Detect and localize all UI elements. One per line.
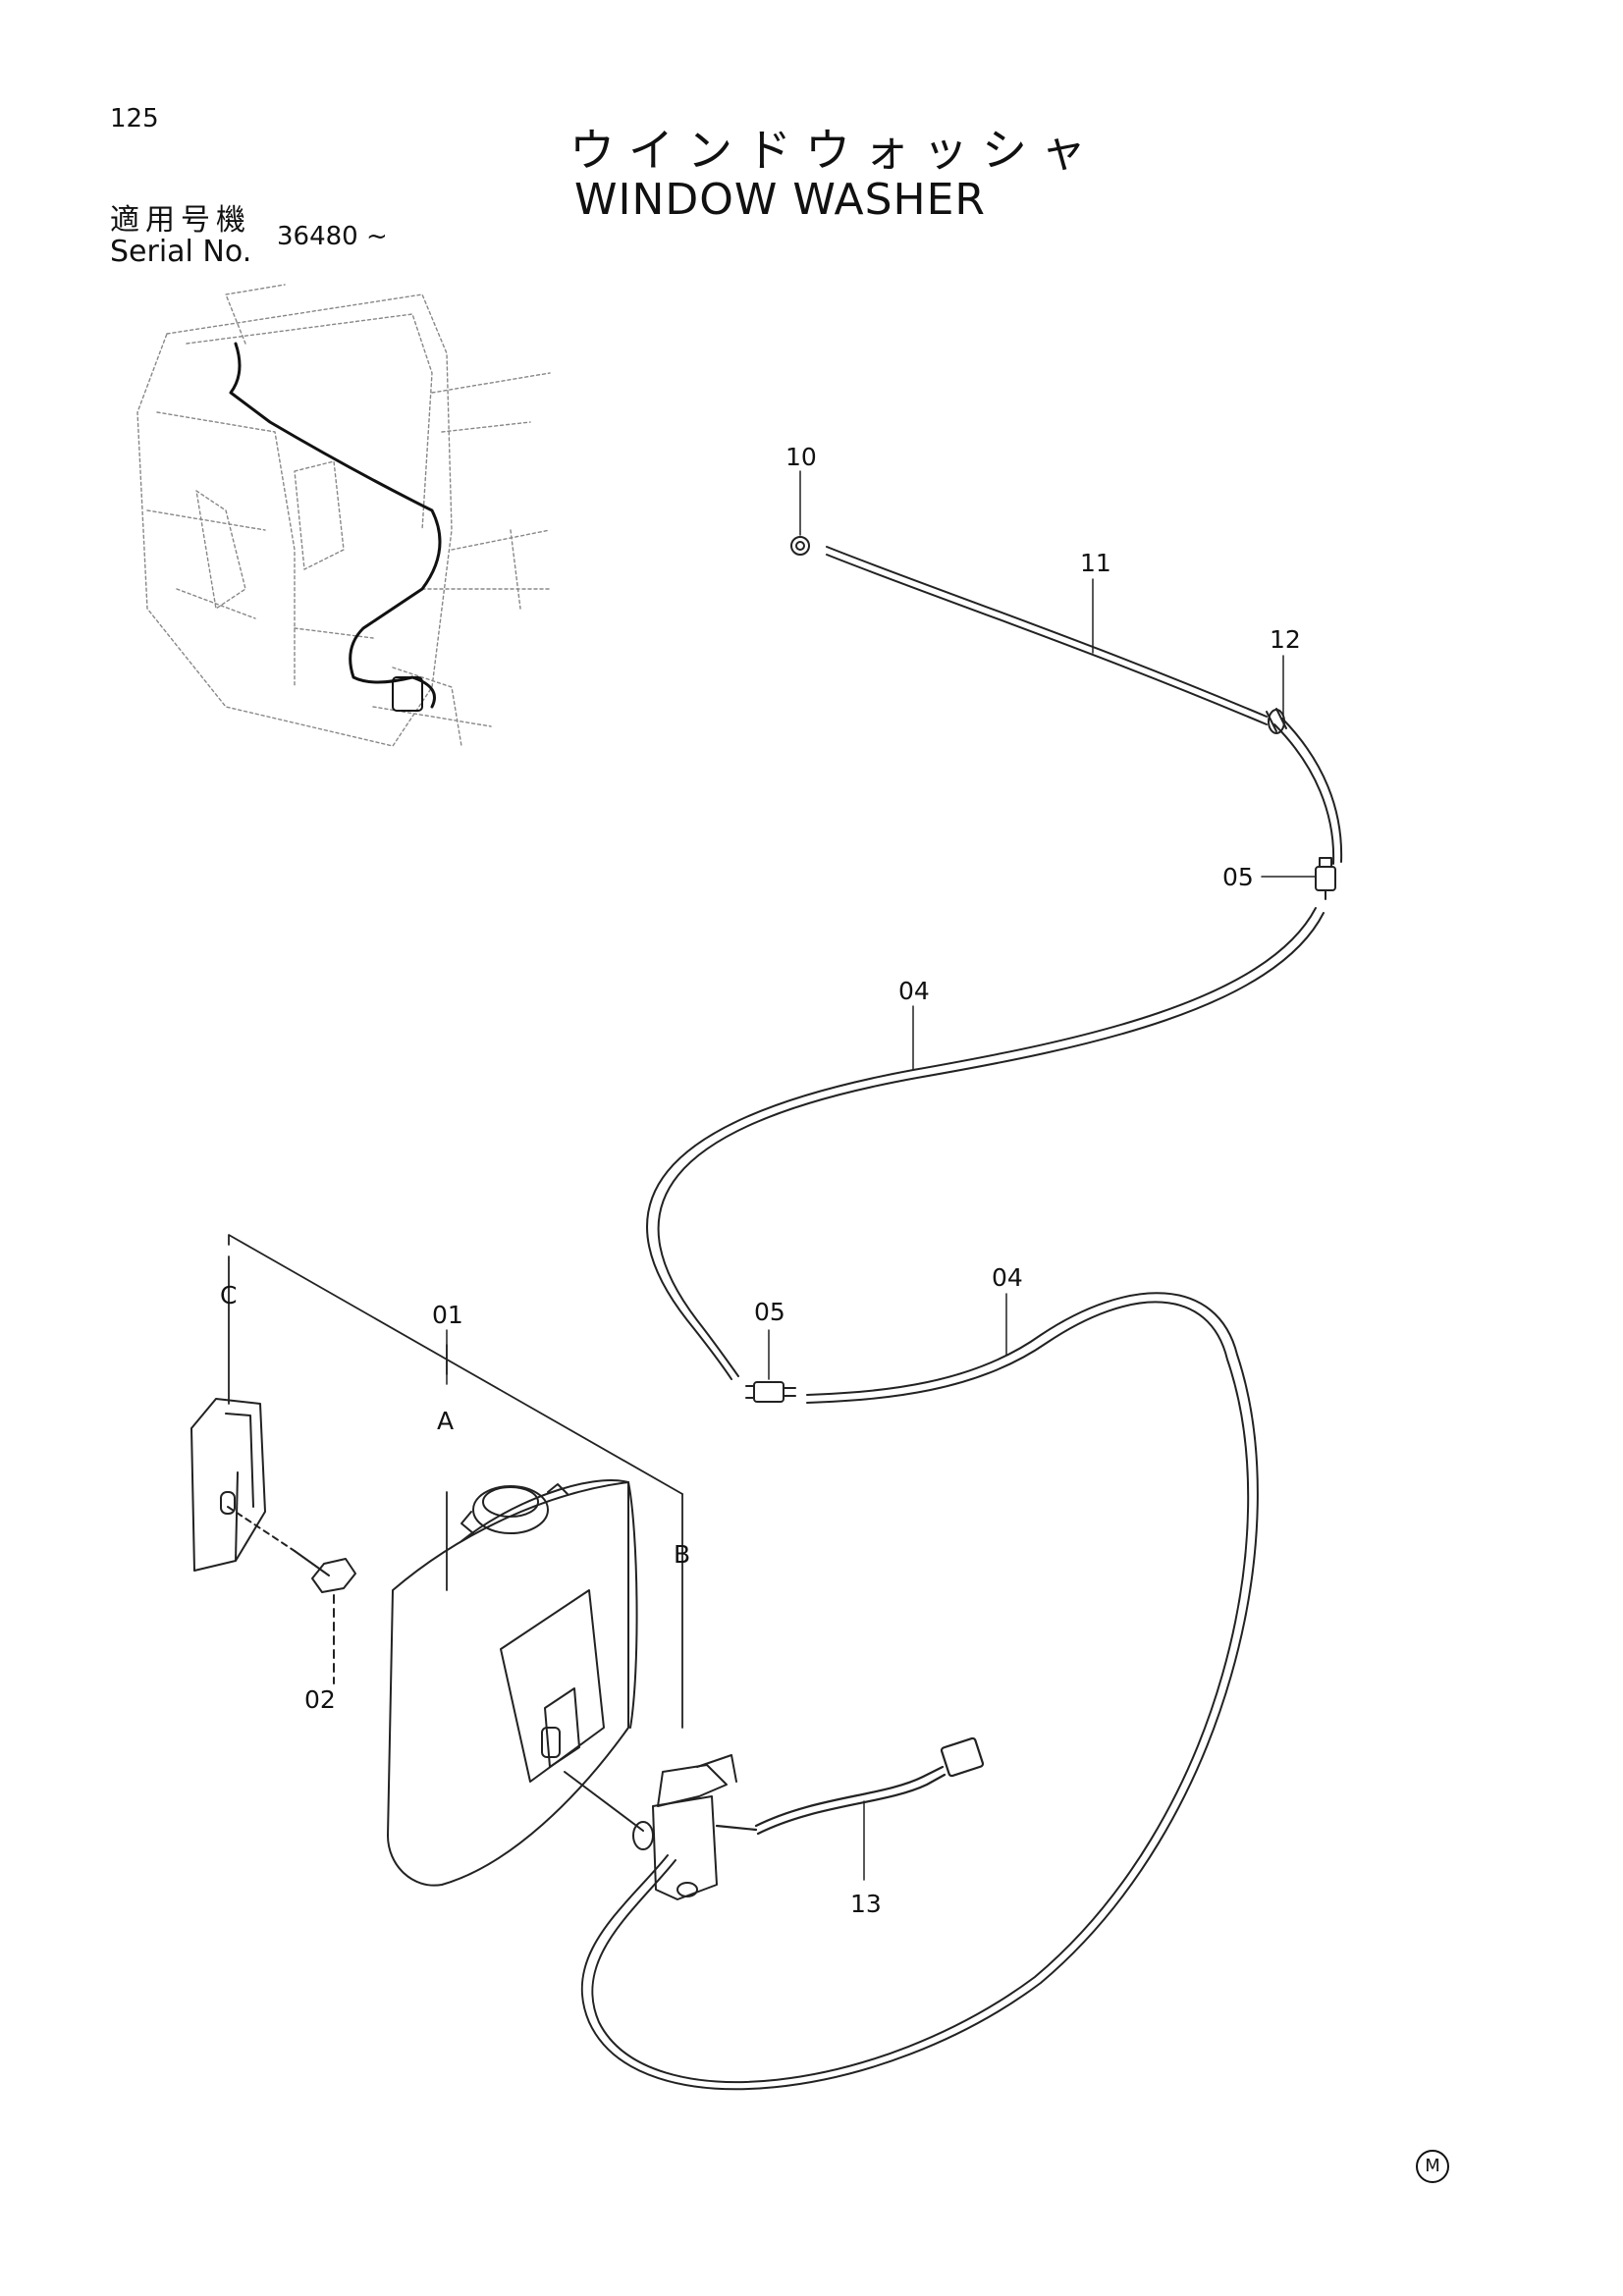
title-japanese: ウインドウォッシャ (569, 124, 1100, 177)
washer-pump (564, 1754, 737, 1900)
joint-05-upper (1315, 857, 1336, 900)
nozzle-10 (790, 536, 810, 556)
callout-labels: 10 11 12 05 04 05 04 01 A C B 02 13 (220, 443, 1301, 1918)
hose-04-upper (645, 907, 1325, 1380)
serial-label-japanese: 適用号機 (110, 203, 251, 238)
harness-13 (715, 1736, 985, 1836)
hose-11 (826, 546, 1343, 865)
leader-lines (446, 470, 1317, 1881)
page-number: 125 (110, 104, 159, 133)
serial-label-english: Serial No. (110, 235, 252, 269)
callout-05-upper: 05 (1222, 863, 1254, 891)
serial-number-value: 36480 ~ (277, 222, 388, 251)
reference-lines (228, 1234, 683, 1729)
cab-overview-sketch (136, 284, 551, 747)
callout-10: 10 (785, 443, 817, 471)
callout-12: 12 (1270, 625, 1301, 654)
callout-11: 11 (1080, 549, 1111, 577)
callout-01: 01 (432, 1301, 463, 1329)
reference-b: B (674, 1540, 690, 1569)
callout-13: 13 (850, 1890, 882, 1918)
title-english: WINDOW WASHER (574, 175, 986, 225)
callout-04-upper: 04 (898, 977, 930, 1005)
reference-a: A (437, 1407, 454, 1435)
cab-washer-hose-sketch (229, 342, 442, 712)
callout-05-lower: 05 (754, 1298, 785, 1326)
hose-04-lower (580, 1292, 1259, 2091)
washer-tank-01 (387, 1479, 638, 1887)
callout-04-lower: 04 (992, 1263, 1023, 1292)
callout-02: 02 (304, 1685, 336, 1714)
clamp-12 (1266, 708, 1287, 734)
bolt-02 (227, 1506, 356, 1684)
manufacturer-mark: M (1416, 2150, 1449, 2183)
joint-05-lower (745, 1381, 796, 1403)
reference-c: C (220, 1281, 237, 1309)
bracket-c (190, 1398, 266, 1572)
